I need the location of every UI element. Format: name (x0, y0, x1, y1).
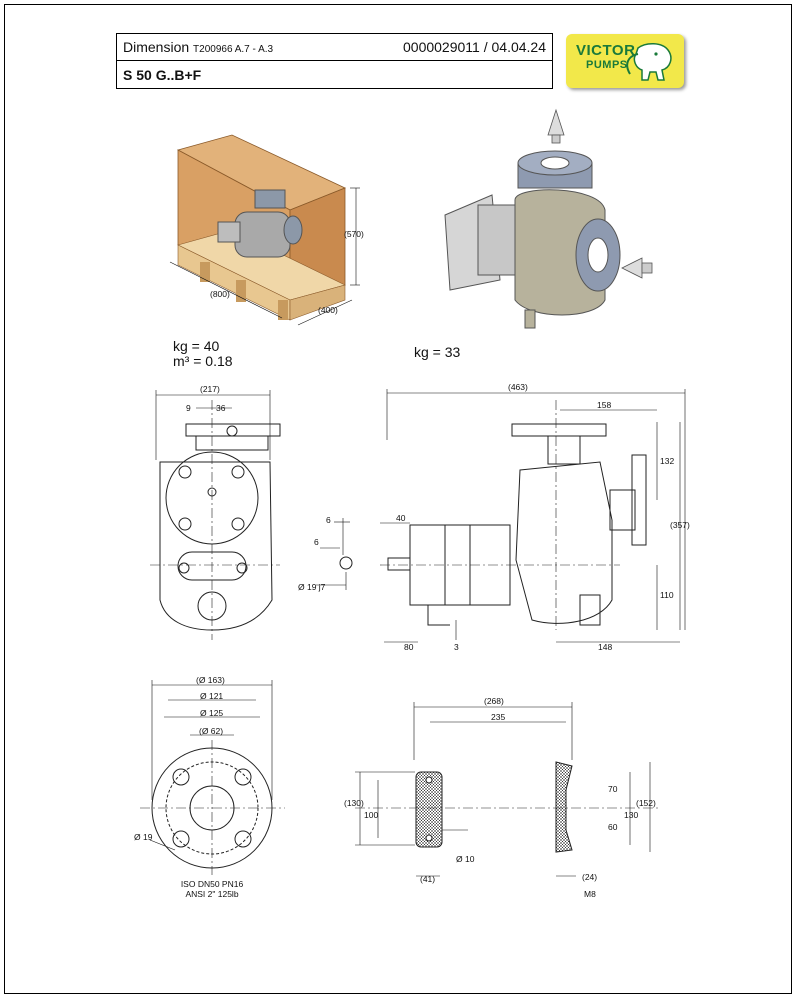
package-weight: kg = 40 (173, 338, 220, 354)
feet-hole-10: Ø 10 (456, 854, 475, 864)
flange-body (140, 740, 285, 875)
elephant-logo-icon (626, 43, 672, 81)
box-width-label: (400) (318, 305, 338, 315)
box-height-label: (570) (344, 229, 364, 239)
flange-standard-iso: ISO DN50 PN16 (181, 879, 244, 889)
pump-body (444, 150, 621, 329)
flange-dimensions: (Ø 163) Ø 121 Ø 125 (Ø 62) Ø 19 (134, 675, 273, 851)
front-dim-36: 36 (216, 403, 226, 413)
package-volume: m³ = 0.18 (173, 353, 233, 369)
front-dim-9: 9 (186, 403, 191, 413)
flange-dim-121: Ø 121 (200, 691, 223, 701)
inlet-arrow-icon (621, 257, 653, 279)
flange-outer-diameter: (Ø 163) (196, 675, 225, 685)
feet-thread-m8: M8 (584, 889, 596, 899)
feet-height-152: (152) (636, 798, 656, 808)
side-dim-3: 3 (454, 642, 459, 652)
front-view-body (150, 400, 281, 640)
feet-dim-100: 100 (364, 810, 378, 820)
side-dim-357: (357) (670, 520, 690, 530)
flange-dim-125: Ø 125 (200, 708, 223, 718)
foot-left (415, 771, 443, 848)
document-reference: T200966 A.7 - A.3 (193, 44, 274, 55)
document-type: Dimension T200966 A.7 - A.3 (123, 39, 274, 55)
feet-dimensions: (268) 235 (130) 100 Ø 10 (41) 70 60 130 … (344, 696, 656, 899)
shaft-dim-6a: 6 (326, 515, 331, 525)
document-number: 0000029011 / 04.04.24 (403, 39, 546, 55)
drawing-sheet (4, 4, 792, 994)
front-view-dimensions: (217) 9 36 (155, 384, 271, 460)
shaft-dim-6b: 6 (314, 537, 319, 547)
pump-in-box (217, 189, 303, 258)
feet-dim-60: 60 (608, 822, 618, 832)
logo-line2: PUMPS (586, 59, 628, 71)
feet-span-235: 235 (491, 712, 505, 722)
feet-span-268: (268) (484, 696, 504, 706)
feet-height-130: (130) (344, 798, 364, 808)
side-view-dimensions: (463) 158 132 (357) 110 40 80 3 148 (380, 382, 690, 652)
model-name: S 50 G..B+F (123, 67, 202, 83)
feet-dim-130b: 130 (624, 810, 638, 820)
title-row: Dimension T200966 A.7 - A.3 0000029011 /… (117, 34, 552, 61)
side-dim-148: 148 (598, 642, 612, 652)
feet-width-41: (41) (420, 874, 435, 884)
feet-dim-24: (24) (582, 872, 597, 882)
flange-hole-diameter: Ø 19 (134, 832, 153, 842)
side-dim-132: 132 (660, 456, 674, 466)
flange-bore-diameter: (Ø 62) (199, 726, 223, 736)
side-overall-length: (463) (508, 382, 528, 392)
outlet-arrow-icon (547, 108, 565, 144)
side-dim-80: 80 (404, 642, 414, 652)
side-dim-110: 110 (660, 590, 674, 600)
front-overall-width: (217) (200, 384, 220, 394)
side-view-body (380, 400, 647, 630)
title-block: Dimension T200966 A.7 - A.3 0000029011 /… (116, 33, 553, 89)
flange-standard-ansi: ANSI 2" 125lb (185, 889, 238, 899)
box-length-label: (800) (210, 289, 230, 299)
feet-dim-70: 70 (608, 784, 618, 794)
shaft-diameter: Ø 19 j7 (298, 582, 326, 592)
packaging-dimensions: (570) (800) (400) (169, 187, 364, 326)
foot-right (555, 761, 573, 853)
pump-weight: kg = 33 (414, 344, 461, 360)
pallet-box (176, 134, 347, 321)
side-dim-158: 158 (597, 400, 611, 410)
logo-line1: VICTOR (576, 42, 636, 59)
side-dim-40: 40 (396, 513, 406, 523)
